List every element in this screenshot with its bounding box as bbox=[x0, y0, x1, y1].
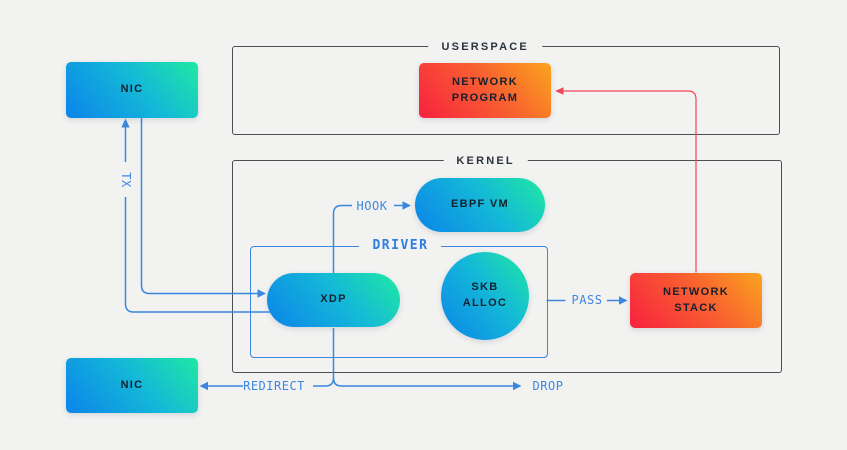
edge-label-tx: TX bbox=[119, 172, 133, 188]
driver-container: DRIVER bbox=[250, 238, 548, 358]
node-ebpf-vm: EBPF VM bbox=[415, 178, 545, 232]
edge-label-drop: DROP bbox=[532, 379, 564, 393]
userspace-container: USERSPACE bbox=[232, 39, 780, 135]
driver-label: DRIVER bbox=[359, 238, 442, 254]
node-xdp: XDP bbox=[267, 273, 400, 327]
edge-redirect-line-right bbox=[313, 377, 335, 387]
node-nic-bottom: NIC bbox=[66, 358, 198, 413]
edge-label-redirect: REDIRECT bbox=[243, 379, 305, 393]
arrowhead-tx-up bbox=[121, 118, 130, 128]
node-network-stack: NETWORK STACK bbox=[630, 273, 762, 328]
node-skb-alloc: SKB ALLOC bbox=[441, 252, 529, 340]
kernel-label: KERNEL bbox=[443, 153, 528, 169]
node-nic-top: NIC bbox=[66, 62, 198, 118]
userspace-label: USERSPACE bbox=[428, 39, 542, 55]
edge-drop-line bbox=[332, 377, 513, 387]
edge-label-hook: HOOK bbox=[356, 199, 388, 213]
node-network-program: NETWORK PROGRAM bbox=[419, 63, 551, 118]
arrowhead-redirect-into-nic bbox=[199, 381, 208, 391]
arrowhead-drop bbox=[513, 381, 522, 391]
edge-label-pass: PASS bbox=[571, 293, 603, 307]
